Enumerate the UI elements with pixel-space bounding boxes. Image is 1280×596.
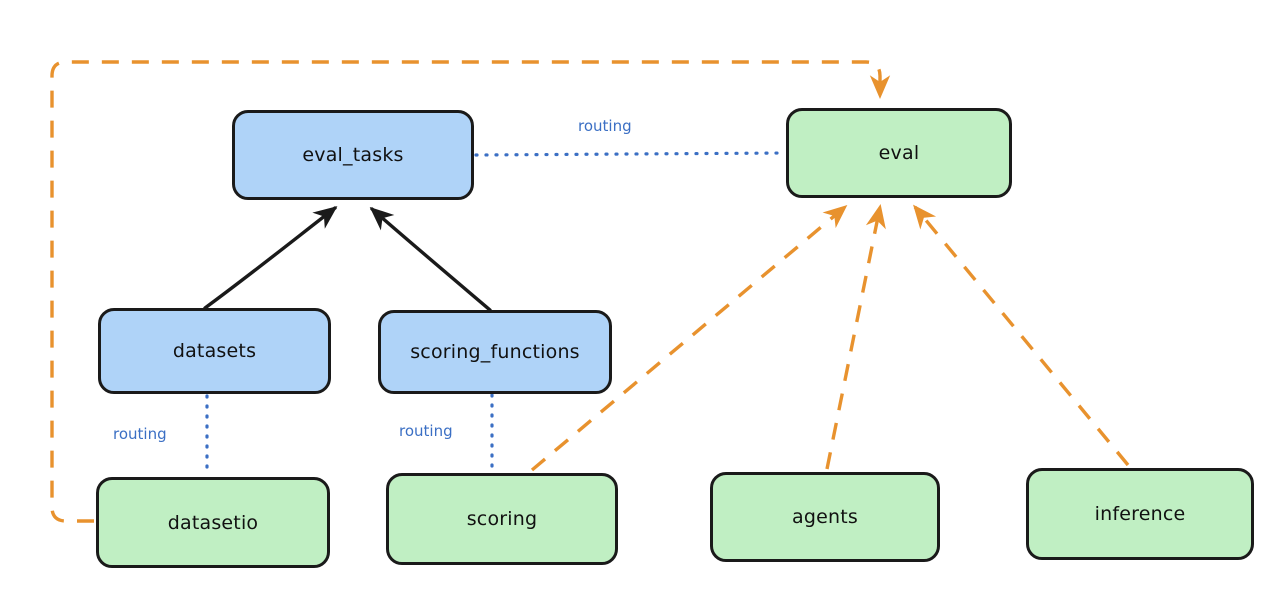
node-label: agents: [792, 506, 858, 528]
node-label: datasetio: [167, 511, 259, 534]
node-agents[interactable]: agents: [710, 472, 940, 562]
node-inference[interactable]: inference: [1026, 468, 1254, 560]
node-label: datasets: [172, 340, 257, 362]
edge-scoring-to-eval-provider: [530, 205, 848, 472]
edge-label-routing-eval: routing: [578, 117, 632, 135]
node-eval_tasks[interactable]: eval_tasks: [232, 110, 474, 200]
edge-agents-to-eval-provider: [825, 204, 886, 470]
edge-datasetio-to-eval-provider: [50, 60, 891, 523]
edge-datasets-to-eval_tasks: [203, 206, 338, 310]
node-label: eval_tasks: [302, 144, 404, 166]
node-scoring[interactable]: scoring: [386, 473, 618, 565]
node-label: inference: [1094, 503, 1186, 525]
node-label: eval: [878, 142, 920, 164]
edge-inference-to-eval-provider: [913, 204, 1130, 467]
node-datasetio[interactable]: datasetio: [96, 477, 330, 568]
edge-eval_tasks-to-eval-routing: [474, 151, 786, 157]
node-label: scoring_functions: [410, 341, 580, 363]
node-label: scoring: [466, 508, 538, 530]
edge-label-routing-datasets: routing: [113, 425, 167, 443]
edge-label-routing-scoring: routing: [399, 422, 453, 440]
node-datasets[interactable]: datasets: [98, 308, 331, 394]
node-eval[interactable]: eval: [786, 108, 1012, 198]
edge-scoring_functions-to-eval_tasks: [369, 206, 492, 312]
node-scoring_functions[interactable]: scoring_functions: [378, 310, 612, 394]
